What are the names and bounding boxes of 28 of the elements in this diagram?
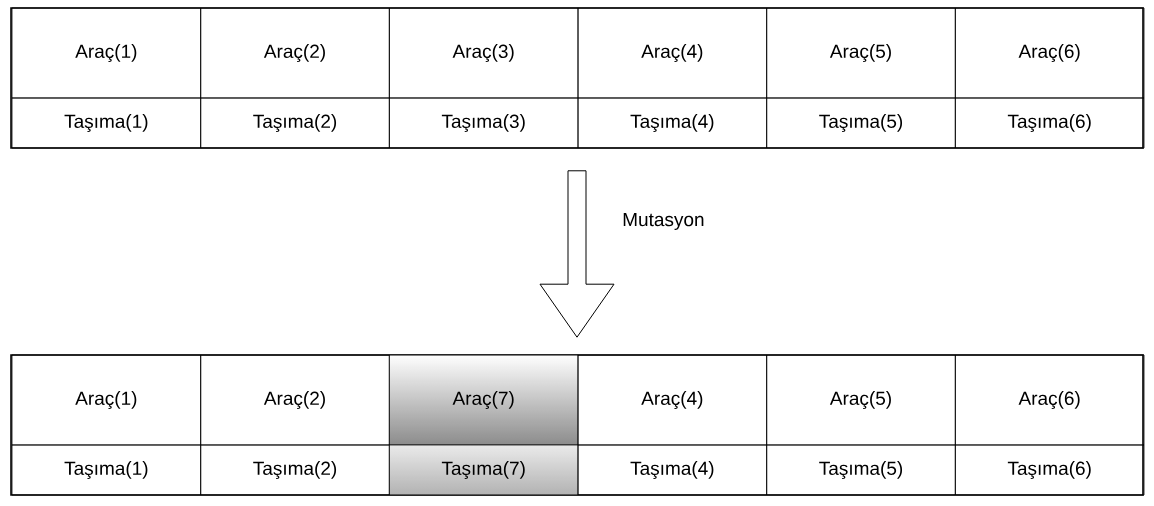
table-cell: Taşıma(7) <box>388 444 579 496</box>
table-cell: Araç(1) <box>11 354 202 446</box>
table-cell: Taşıma(2) <box>200 97 390 149</box>
table-cell: Araç(6) <box>954 7 1145 99</box>
table-cell: Araç(6) <box>954 354 1145 446</box>
table-cell: Araç(1) <box>11 7 202 99</box>
table-cell: Taşıma(1) <box>11 97 202 149</box>
table-cell: Taşıma(4) <box>577 444 768 496</box>
table-cell: Araç(7) <box>388 354 579 446</box>
table-cell: Araç(5) <box>766 7 956 99</box>
table-cell: Araç(4) <box>577 354 768 446</box>
table-cell: Taşıma(4) <box>577 97 768 149</box>
table-frame <box>10 7 1144 149</box>
table-cell: Taşıma(3) <box>388 97 579 149</box>
table-cell: Araç(2) <box>200 7 390 99</box>
table-cell: Taşıma(6) <box>954 97 1145 149</box>
edge-label: Mutasyon <box>623 213 704 230</box>
table-cell: Araç(2) <box>200 354 390 446</box>
table-cell: Taşıma(5) <box>766 97 956 149</box>
block-arrow <box>539 170 615 338</box>
table-cell: Taşıma(1) <box>11 444 202 496</box>
table-cell: Araç(5) <box>766 354 956 446</box>
table-cell: Taşıma(6) <box>954 444 1145 496</box>
table-cell: Araç(4) <box>577 7 768 99</box>
table-cell: Taşıma(2) <box>200 444 390 496</box>
table-frame <box>10 354 1144 496</box>
table-cell: Taşıma(5) <box>766 444 956 496</box>
table-cell: Araç(3) <box>388 7 579 99</box>
